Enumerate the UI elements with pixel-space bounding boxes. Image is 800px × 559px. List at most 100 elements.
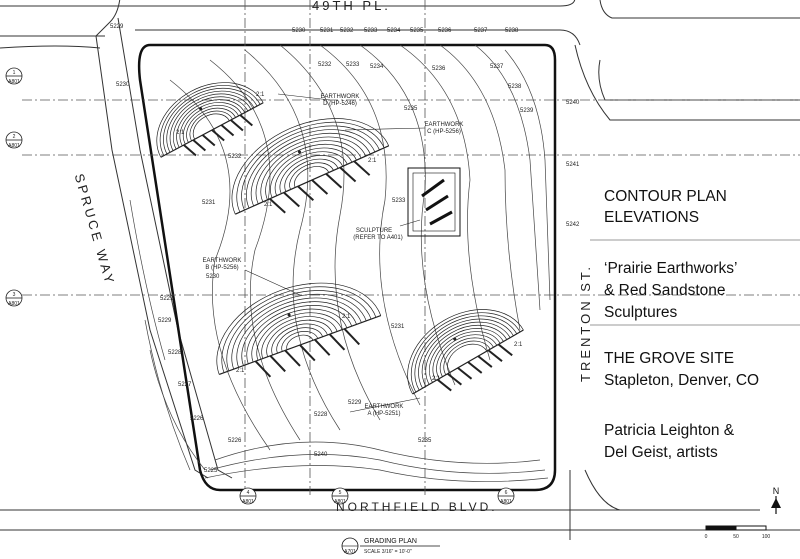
mound-contour: [443, 340, 491, 375]
terrain-contours: [129, 44, 551, 482]
sculpture-pad: [407, 167, 461, 237]
elevation-label: 5232: [318, 62, 332, 68]
elevation-label: 5235: [418, 438, 432, 444]
elevation-label: 5237: [474, 28, 488, 34]
earthwork-labels: EARTHWORK D (HP-5246) EARTHWORK C (HP-52…: [203, 94, 464, 417]
sandstone-block: [421, 178, 445, 198]
section-marker-ref: A801: [242, 499, 254, 505]
high-point-marker: [297, 150, 302, 154]
elevation-label: 5229: [160, 296, 174, 302]
mound-contour: [166, 90, 255, 153]
slope-label: 2:1: [368, 158, 377, 164]
mound-contour: [246, 129, 376, 209]
mound-contour: [286, 334, 314, 350]
mound-contour: [163, 87, 258, 155]
elevation-label: 5234: [370, 64, 384, 70]
sculpture-group: [407, 167, 461, 237]
terrace-step: [311, 179, 329, 195]
terrace-step: [254, 360, 272, 378]
mound-contour: [447, 343, 488, 374]
project-line-2: & Red Sandstone: [604, 282, 726, 299]
terrace-step: [436, 378, 452, 392]
earthwork-ref: A (HP-5251): [367, 411, 400, 417]
elevation-label: 5236: [438, 28, 452, 34]
road-lines: [0, 0, 800, 540]
mound-contour: [186, 107, 236, 143]
elevation-label: 5228: [168, 350, 182, 356]
scale-bar-labels: 0 50 100: [705, 534, 771, 540]
elevation-label: 5238: [508, 84, 522, 90]
elevation-labels-west: 5230 5229 5228 5227 5226 5225: [116, 82, 218, 474]
artists-line-1: Patricia Leighton &: [604, 422, 735, 439]
mound-contour: [261, 316, 338, 359]
project-line-1: ‘Prairie Earthworks’: [604, 260, 738, 277]
terrace-step: [477, 355, 493, 368]
scale-label: 50: [733, 534, 739, 540]
terrace-step: [343, 328, 360, 346]
section-marker-num: 2: [13, 134, 16, 140]
sandstone-block: [425, 194, 449, 212]
mound-contour: [294, 166, 330, 188]
section-marker-ref: A801: [334, 499, 346, 505]
mound-contour: [414, 315, 518, 391]
title-block-frame: [590, 239, 800, 326]
slope-label: 2:1: [256, 92, 265, 98]
elevation-label: 5240: [566, 100, 580, 106]
mound-contour: [276, 327, 323, 354]
north-label: N: [773, 486, 780, 496]
elevation-labels-top: 5229 5230 5231 5232 5233 5234 5235 5236 …: [110, 24, 519, 34]
earthwork-label: EARTHWORK: [365, 404, 404, 410]
mound-contour: [221, 286, 377, 373]
elevation-label: 5233: [364, 28, 378, 34]
mound-contour: [425, 324, 508, 385]
elevation-label: 5232: [340, 28, 354, 34]
terrace-step: [299, 344, 316, 362]
section-marker-num: 1: [13, 70, 16, 76]
earthwork-label: EARTHWORK: [321, 94, 360, 100]
mound-contour: [274, 151, 348, 196]
slope-labels: 2:1 2:1 2:1 2:1 2:1 2:1 2:1 2:1: [176, 92, 523, 382]
elevation-label: 5228: [314, 412, 328, 418]
mound-contour: [256, 312, 343, 361]
mound-contour: [284, 158, 339, 192]
elevation-label: 5239: [520, 108, 534, 114]
section-marker-ref: A801: [8, 301, 20, 307]
title-line-2: ELEVATIONS: [604, 209, 700, 226]
mound-contour: [189, 110, 233, 142]
slope-label: 2:1: [514, 342, 523, 348]
earthwork-label: EARTHWORK: [203, 258, 242, 264]
mound-contour: [236, 297, 362, 368]
terrace-step: [283, 191, 300, 208]
street-label-south: NORTHFIELD BLVD.: [336, 500, 498, 514]
mound-contour: [169, 93, 252, 151]
slope-label: 2:1: [176, 130, 185, 136]
mound-contour: [192, 113, 230, 140]
mound-contour: [231, 118, 390, 215]
section-marker-ref: A801: [500, 499, 512, 505]
earthwork-mounds: [156, 82, 524, 395]
scale-label: 100: [762, 534, 771, 540]
terrace-step: [192, 139, 207, 152]
mound-contour: [255, 136, 367, 205]
elevation-label: 5230: [292, 28, 306, 34]
mound-contour: [271, 323, 328, 356]
site-line-1: THE GROVE SITE: [604, 350, 735, 367]
section-marker-num: 3: [13, 292, 16, 298]
earthwork-a-mound: [407, 309, 524, 395]
mound-contour: [250, 132, 371, 207]
terrace-step: [297, 185, 315, 201]
caption-title: GRADING PLAN: [364, 538, 417, 545]
terrace-step: [325, 172, 343, 189]
elevation-label: 5230: [116, 82, 130, 88]
elevation-label: 5240: [314, 452, 328, 458]
elevation-label: 5235: [410, 28, 424, 34]
mound-contour: [172, 96, 249, 150]
artists-line-2: Del Geist, artists: [604, 444, 718, 461]
mound-contour: [281, 331, 319, 352]
elevation-label: 5229: [348, 400, 362, 406]
site-line-2: Stapleton, Denver, CO: [604, 372, 760, 389]
terrace-step: [467, 361, 483, 374]
terrace-step: [487, 349, 503, 362]
street-label-north: 49TH PL.: [312, 0, 391, 13]
mound-contour: [241, 301, 357, 366]
